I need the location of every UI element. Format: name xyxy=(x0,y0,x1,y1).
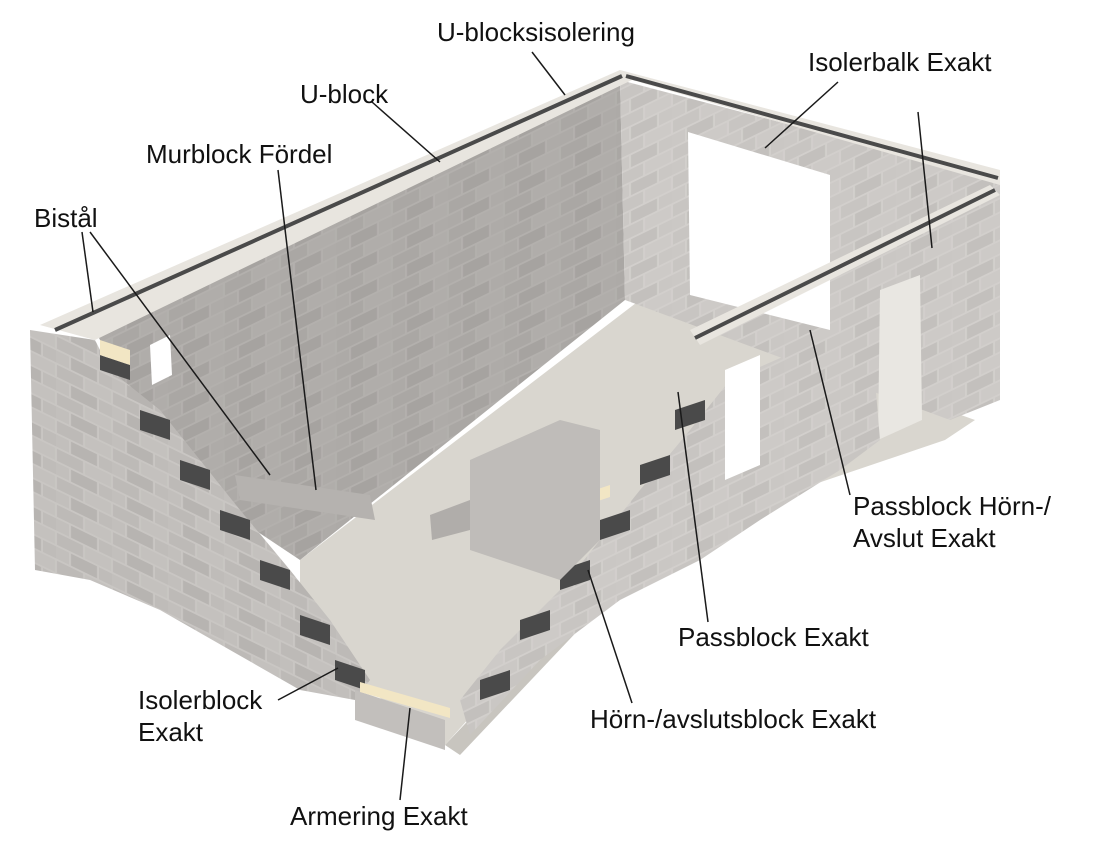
interior-block-row xyxy=(235,475,375,520)
label-armering-exakt: Armering Exakt xyxy=(290,801,468,831)
leader-u-blocksisolering xyxy=(531,51,566,96)
label-passblock-exakt: Passblock Exakt xyxy=(678,622,869,652)
label-passblock-horn-line1: Passblock Hörn-/ xyxy=(853,491,1051,521)
front-right-window xyxy=(725,355,760,480)
leader-u-block xyxy=(371,101,441,163)
leader-passblock-exakt xyxy=(677,391,709,623)
label-u-block: U-block xyxy=(300,79,389,109)
u-block-insulation-back xyxy=(54,74,623,332)
isolerbalk-front-insulation xyxy=(694,188,996,340)
front-right-wall xyxy=(460,320,880,735)
interior-partition xyxy=(470,420,600,580)
back-wall-inner xyxy=(95,80,625,560)
label-isolerblock-line1: Isolerblock xyxy=(138,685,263,715)
label-horn-avslutsblock-exakt: Hörn-/avslutsblock Exakt xyxy=(590,704,877,734)
leader-bistal-1 xyxy=(81,231,94,313)
leader-murblock-fordel xyxy=(277,169,317,491)
label-isolerblock-line2: Exakt xyxy=(138,717,204,747)
left-wall-steps xyxy=(100,340,365,690)
leader-lines xyxy=(81,51,933,801)
label-u-blocksisolering: U-blocksisolering xyxy=(437,17,635,47)
label-bistal: Bistål xyxy=(34,203,98,233)
leader-isolerblock xyxy=(277,667,339,701)
armering-cap xyxy=(360,682,450,718)
leader-horn-avslutsblock xyxy=(587,569,633,704)
left-wall xyxy=(30,330,370,700)
label-murblock-fordel: Murblock Fördel xyxy=(146,139,333,169)
leader-bistal-2 xyxy=(89,231,271,476)
leader-passblock-horn xyxy=(917,111,933,249)
label-isolerbalk-exakt: Isolerbalk Exakt xyxy=(808,47,992,77)
interior-block-small xyxy=(430,500,470,540)
label-isolerblock-exakt: Isolerblock Exakt xyxy=(138,684,262,748)
side-doorway xyxy=(878,275,922,440)
u-block-insulation-end xyxy=(625,74,999,180)
front-wall-row xyxy=(355,690,445,750)
label-passblock-horn-avslut: Passblock Hörn-/ Avslut Exakt xyxy=(853,490,1051,554)
back-wall-window xyxy=(150,335,172,385)
label-passblock-horn-line2: Avslut Exakt xyxy=(853,523,996,553)
leader-isolerbalk xyxy=(764,81,839,149)
leader-passblock-horn-lower xyxy=(809,329,851,496)
leader-armering xyxy=(399,707,411,801)
